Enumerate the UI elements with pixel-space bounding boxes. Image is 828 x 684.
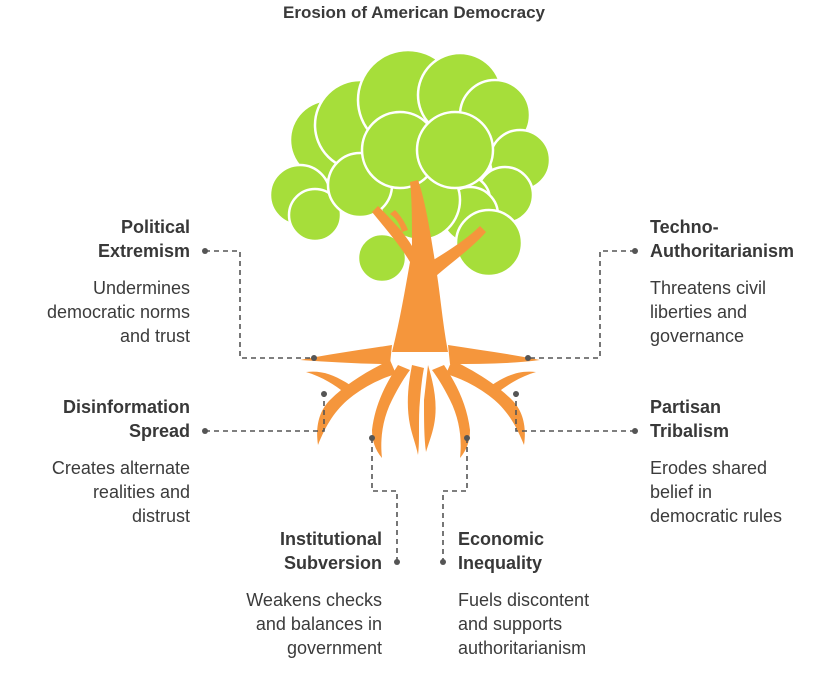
factor-economic-inequality: Economic Inequality Fuels discontent and… [458,527,638,660]
connector-techno-authoritarianism [528,250,635,359]
connector-disinformation-spread [205,394,325,432]
factor-title: Institutional Subversion [280,529,382,573]
tree-trunk [372,180,486,352]
factor-description: Erodes shared belief in democratic rules [650,458,783,526]
factor-title: Techno- Authoritarianism [650,217,795,261]
factor-title: Political Extremism [97,217,190,261]
connector-economic-inequality [442,438,468,562]
connector-partisan-tribalism [515,394,635,432]
factor-description: Fuels discontent and supports authoritar… [458,590,590,658]
diagram-title: Erosion of American Democracy [282,3,545,22]
factor-techno-authoritarianism: Techno- Authoritarianism Threatens civil… [650,215,828,348]
factor-political-extremism: Political Extremism Undermines democrati… [10,215,190,348]
factor-description: Threatens civil liberties and governance [650,278,767,346]
tree-roots [300,345,540,458]
connector-institutional-subversion [371,438,398,562]
connector-dots [202,248,638,565]
factor-title: Economic Inequality [458,529,545,573]
factor-partisan-tribalism: Partisan Tribalism Erodes shared belief … [650,395,828,528]
factor-title: Disinformation Spread [62,397,190,441]
factor-institutional-subversion: Institutional Subversion Weakens checks … [202,527,382,660]
factor-description: Creates alternate realities and distrust [51,458,190,526]
connectors [205,250,635,562]
connector-political-extremism [205,250,314,359]
factor-description: Undermines democratic norms and trust [46,278,190,346]
factor-disinformation-spread: Disinformation Spread Creates alternate … [10,395,190,528]
tree-foliage [268,48,552,284]
factor-description: Weakens checks and balances in governmen… [246,590,382,658]
factor-title: Partisan Tribalism [650,397,730,441]
